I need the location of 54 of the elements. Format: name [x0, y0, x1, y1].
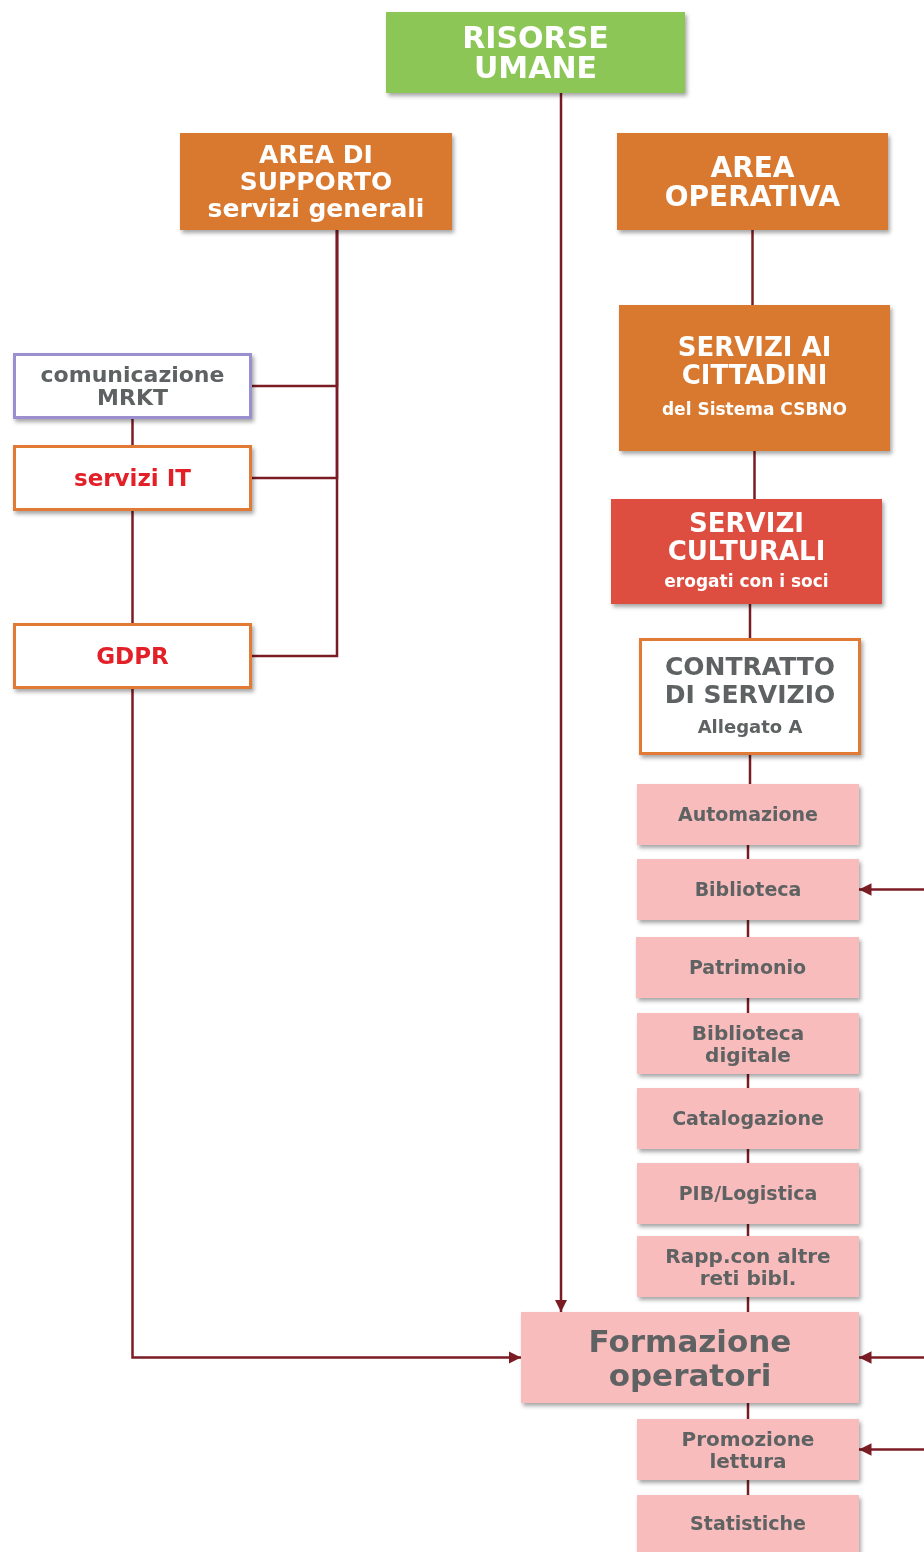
- service-box: [13, 623, 252, 689]
- arrow: [859, 883, 924, 896]
- box-title: Formazione operatori: [587, 1323, 793, 1392]
- box-subtitle: del Sistema CSBNO: [660, 398, 849, 422]
- arrow: [131, 689, 521, 1364]
- activity-box: [637, 1236, 859, 1297]
- department-box: [386, 12, 685, 93]
- arrow: [554, 93, 568, 1312]
- box-title: comunicazione MRKT: [39, 363, 226, 409]
- box-title: SERVIZI CULTURALI: [666, 508, 827, 565]
- activity-box: [637, 1013, 859, 1074]
- activity-box: [636, 937, 859, 998]
- box-title: Statistiche: [689, 1511, 807, 1537]
- box-subtitle: servizi generali: [206, 195, 426, 222]
- department-box: [617, 133, 888, 230]
- connector-line: [131, 419, 134, 445]
- activity-box: [637, 1495, 859, 1552]
- arrow: [859, 1443, 924, 1456]
- activity-box: [637, 859, 859, 920]
- box-title: RISORSE UMANE: [461, 22, 610, 83]
- connector-line: [131, 511, 134, 623]
- box-title: CONTRATTO DI SERVIZIO: [663, 653, 837, 709]
- box-title: Rapp.con altre reti bibl.: [664, 1244, 832, 1289]
- activity-box: [637, 1419, 859, 1480]
- department-box: [180, 133, 452, 230]
- box-title: Catalogazione: [671, 1106, 825, 1132]
- box-title: servizi IT: [72, 463, 192, 493]
- box-title: SERVIZI AI CITTADINI: [676, 333, 833, 390]
- box-title: AREA DI SUPPORTO: [238, 141, 394, 195]
- box-subtitle: erogati con i soci: [663, 569, 830, 593]
- service-box: [13, 445, 252, 511]
- box-title: AREA OPERATIVA: [663, 152, 842, 211]
- connector-line: [751, 230, 754, 305]
- arrow: [859, 1351, 924, 1364]
- box-title: Biblioteca digitale: [690, 1021, 806, 1066]
- service-box: [13, 353, 252, 419]
- connector-line: [753, 451, 756, 499]
- contract-box: [639, 638, 861, 755]
- box-title: Biblioteca: [693, 877, 803, 903]
- box-title: GDPR: [95, 641, 170, 671]
- department-box: [619, 305, 890, 451]
- connector-line: [252, 230, 339, 658]
- box-title: Patrimonio: [687, 955, 808, 981]
- box-title: PIB/Logistica: [677, 1181, 819, 1207]
- connector-line: [748, 755, 752, 784]
- activity-box: [637, 1163, 859, 1224]
- connector-line: [748, 604, 752, 638]
- department-box: [611, 499, 882, 604]
- activity-box: [521, 1312, 859, 1403]
- box-title: Promozione lettura: [680, 1427, 816, 1472]
- activity-box: [637, 1088, 859, 1149]
- activity-box: [637, 784, 859, 845]
- box-title: Automazione: [677, 802, 819, 828]
- box-subtitle: Allegato A: [696, 715, 804, 739]
